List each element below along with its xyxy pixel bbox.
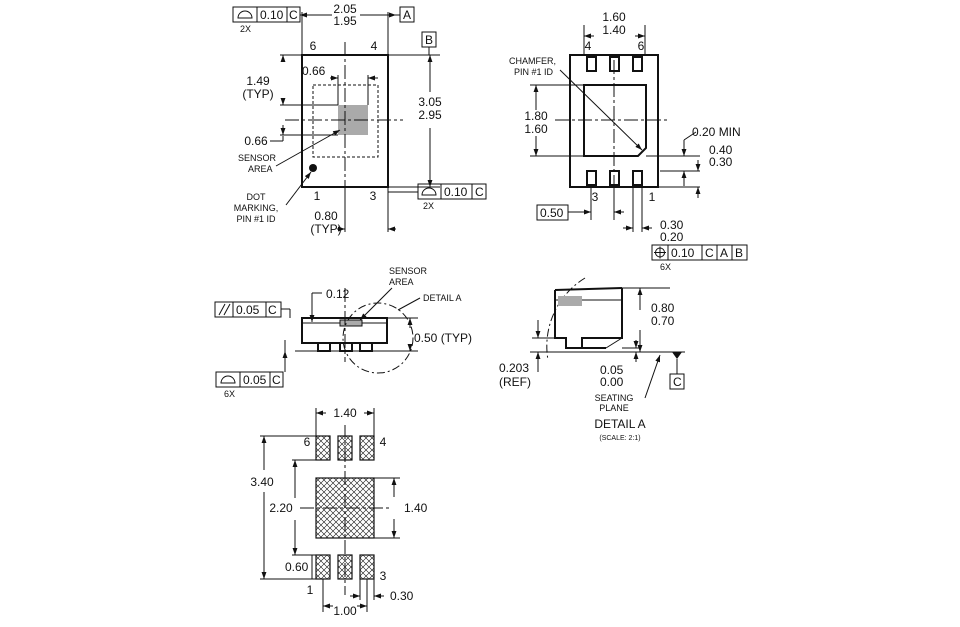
svg-text:A: A xyxy=(720,246,728,260)
svg-text:0.10: 0.10 xyxy=(444,185,468,199)
position-icon xyxy=(654,246,666,259)
bottom-view: 1.60 1.40 4 6 CHAMFER, PIN #1 ID 1.80 1.… xyxy=(509,10,748,272)
svg-text:C: C xyxy=(475,185,484,199)
svg-text:0.20: 0.20 xyxy=(660,230,684,244)
svg-text:1: 1 xyxy=(307,583,314,597)
profile-of-surface-icon xyxy=(421,187,437,196)
side-view: 0.05 C 0.12 SENSOR AREA DETAIL A 0.50 ( xyxy=(214,266,472,399)
top-view: 0.10 C 2X 2.05 1.95 A 6 4 1 3 xyxy=(232,2,487,236)
svg-text:0.66: 0.66 xyxy=(302,64,326,78)
svg-text:2.05: 2.05 xyxy=(333,2,357,16)
svg-text:PIN #1 ID: PIN #1 ID xyxy=(236,214,276,224)
svg-text:A: A xyxy=(403,8,411,22)
svg-text:1: 1 xyxy=(314,189,321,203)
svg-text:DETAIL A: DETAIL A xyxy=(423,293,462,303)
svg-text:B: B xyxy=(425,33,433,47)
svg-text:0.40: 0.40 xyxy=(709,143,733,157)
svg-text:6X: 6X xyxy=(224,389,235,399)
svg-text:2.95: 2.95 xyxy=(418,108,442,122)
svg-text:2X: 2X xyxy=(423,201,434,211)
svg-text:1.40: 1.40 xyxy=(333,406,357,420)
profile-of-surface-icon xyxy=(237,10,253,19)
svg-text:4: 4 xyxy=(371,39,378,53)
position-fcf: 0.10 C A B 6X xyxy=(651,244,748,272)
svg-text:0.05: 0.05 xyxy=(600,363,624,377)
svg-text:DOT: DOT xyxy=(247,192,267,202)
svg-text:6: 6 xyxy=(638,39,645,53)
svg-text:C: C xyxy=(272,373,281,387)
detail-a-callout xyxy=(342,302,414,374)
svg-text:0.30: 0.30 xyxy=(390,589,414,603)
svg-text:0.70: 0.70 xyxy=(651,314,675,328)
detail-a-title: DETAIL A xyxy=(594,417,645,431)
svg-text:PIN #1 ID: PIN #1 ID xyxy=(514,67,554,77)
profile-fcf-top: 0.10 C 2X xyxy=(232,6,301,34)
svg-text:4: 4 xyxy=(380,435,387,449)
svg-text:6: 6 xyxy=(304,435,311,449)
detail-a: 0.80 0.70 0.203 (REF) 0.05 0.00 C SEATIN… xyxy=(499,277,685,442)
svg-text:3: 3 xyxy=(380,569,387,583)
svg-text:0.30: 0.30 xyxy=(709,155,733,169)
svg-text:C: C xyxy=(268,303,277,317)
svg-text:0.80: 0.80 xyxy=(651,301,675,315)
svg-text:(TYP): (TYP) xyxy=(310,222,341,236)
svg-text:1.40: 1.40 xyxy=(602,23,626,37)
svg-text:1: 1 xyxy=(649,190,656,204)
land-pattern: 1.40 6 4 3 3.40 2.20 1.40 xyxy=(250,406,427,618)
svg-text:1.80: 1.80 xyxy=(524,109,548,123)
svg-text:3.05: 3.05 xyxy=(418,95,442,109)
svg-text:0.05: 0.05 xyxy=(243,373,267,387)
profile-fcf-side: 0.05 C 6X xyxy=(215,371,284,399)
svg-text:6: 6 xyxy=(310,39,317,53)
svg-text:SENSOR: SENSOR xyxy=(389,266,428,276)
svg-text:0.12: 0.12 xyxy=(326,287,350,301)
svg-text:3.40: 3.40 xyxy=(250,475,274,489)
profile-of-surface-icon xyxy=(220,375,236,384)
svg-text:C: C xyxy=(705,246,714,260)
svg-text:AREA: AREA xyxy=(389,277,414,287)
pin1-dot-marking xyxy=(309,164,317,172)
svg-text:2X: 2X xyxy=(240,24,251,34)
svg-text:1.00: 1.00 xyxy=(333,604,357,618)
svg-text:0.00: 0.00 xyxy=(600,375,624,389)
parallelism-icon xyxy=(218,303,231,316)
svg-text:MARKING,: MARKING, xyxy=(234,203,279,213)
svg-text:B: B xyxy=(735,246,743,260)
svg-text:3: 3 xyxy=(592,190,599,204)
svg-text:4: 4 xyxy=(585,39,592,53)
svg-text:SEATING: SEATING xyxy=(595,393,634,403)
svg-text:0.203: 0.203 xyxy=(499,361,529,375)
svg-text:6X: 6X xyxy=(660,262,671,272)
svg-text:2.20: 2.20 xyxy=(269,501,293,515)
svg-text:C: C xyxy=(289,8,298,22)
profile-fcf-right: 0.10 C 2X xyxy=(388,183,487,211)
svg-text:1.40: 1.40 xyxy=(404,501,428,515)
svg-text:CHAMFER,: CHAMFER, xyxy=(509,56,556,66)
svg-text:1.60: 1.60 xyxy=(524,122,548,136)
svg-text:C: C xyxy=(673,375,682,389)
svg-text:0.10: 0.10 xyxy=(260,8,284,22)
svg-text:3: 3 xyxy=(370,189,377,203)
svg-text:0.50 (TYP): 0.50 (TYP) xyxy=(414,331,472,345)
svg-text:0.66: 0.66 xyxy=(244,134,268,148)
parallelism-fcf: 0.05 C xyxy=(214,301,282,318)
svg-text:0.80: 0.80 xyxy=(314,209,338,223)
svg-text:(REF): (REF) xyxy=(499,375,531,389)
svg-text:0.10: 0.10 xyxy=(671,246,695,260)
svg-text:0.30: 0.30 xyxy=(660,218,684,232)
svg-text:SENSOR: SENSOR xyxy=(238,153,277,163)
svg-text:0.05: 0.05 xyxy=(236,303,260,317)
svg-text:(TYP): (TYP) xyxy=(242,87,273,101)
exposed-pad xyxy=(583,84,647,157)
svg-text:AREA: AREA xyxy=(248,164,273,174)
svg-text:PLANE: PLANE xyxy=(599,403,629,413)
svg-text:(SCALE: 2:1): (SCALE: 2:1) xyxy=(599,435,640,442)
svg-text:0.60: 0.60 xyxy=(285,560,309,574)
svg-text:1.60: 1.60 xyxy=(602,10,626,24)
svg-text:0.50: 0.50 xyxy=(540,206,564,220)
svg-text:1.95: 1.95 xyxy=(333,14,357,28)
svg-text:1.49: 1.49 xyxy=(246,74,270,88)
svg-text:0.20 MIN: 0.20 MIN xyxy=(692,125,741,139)
